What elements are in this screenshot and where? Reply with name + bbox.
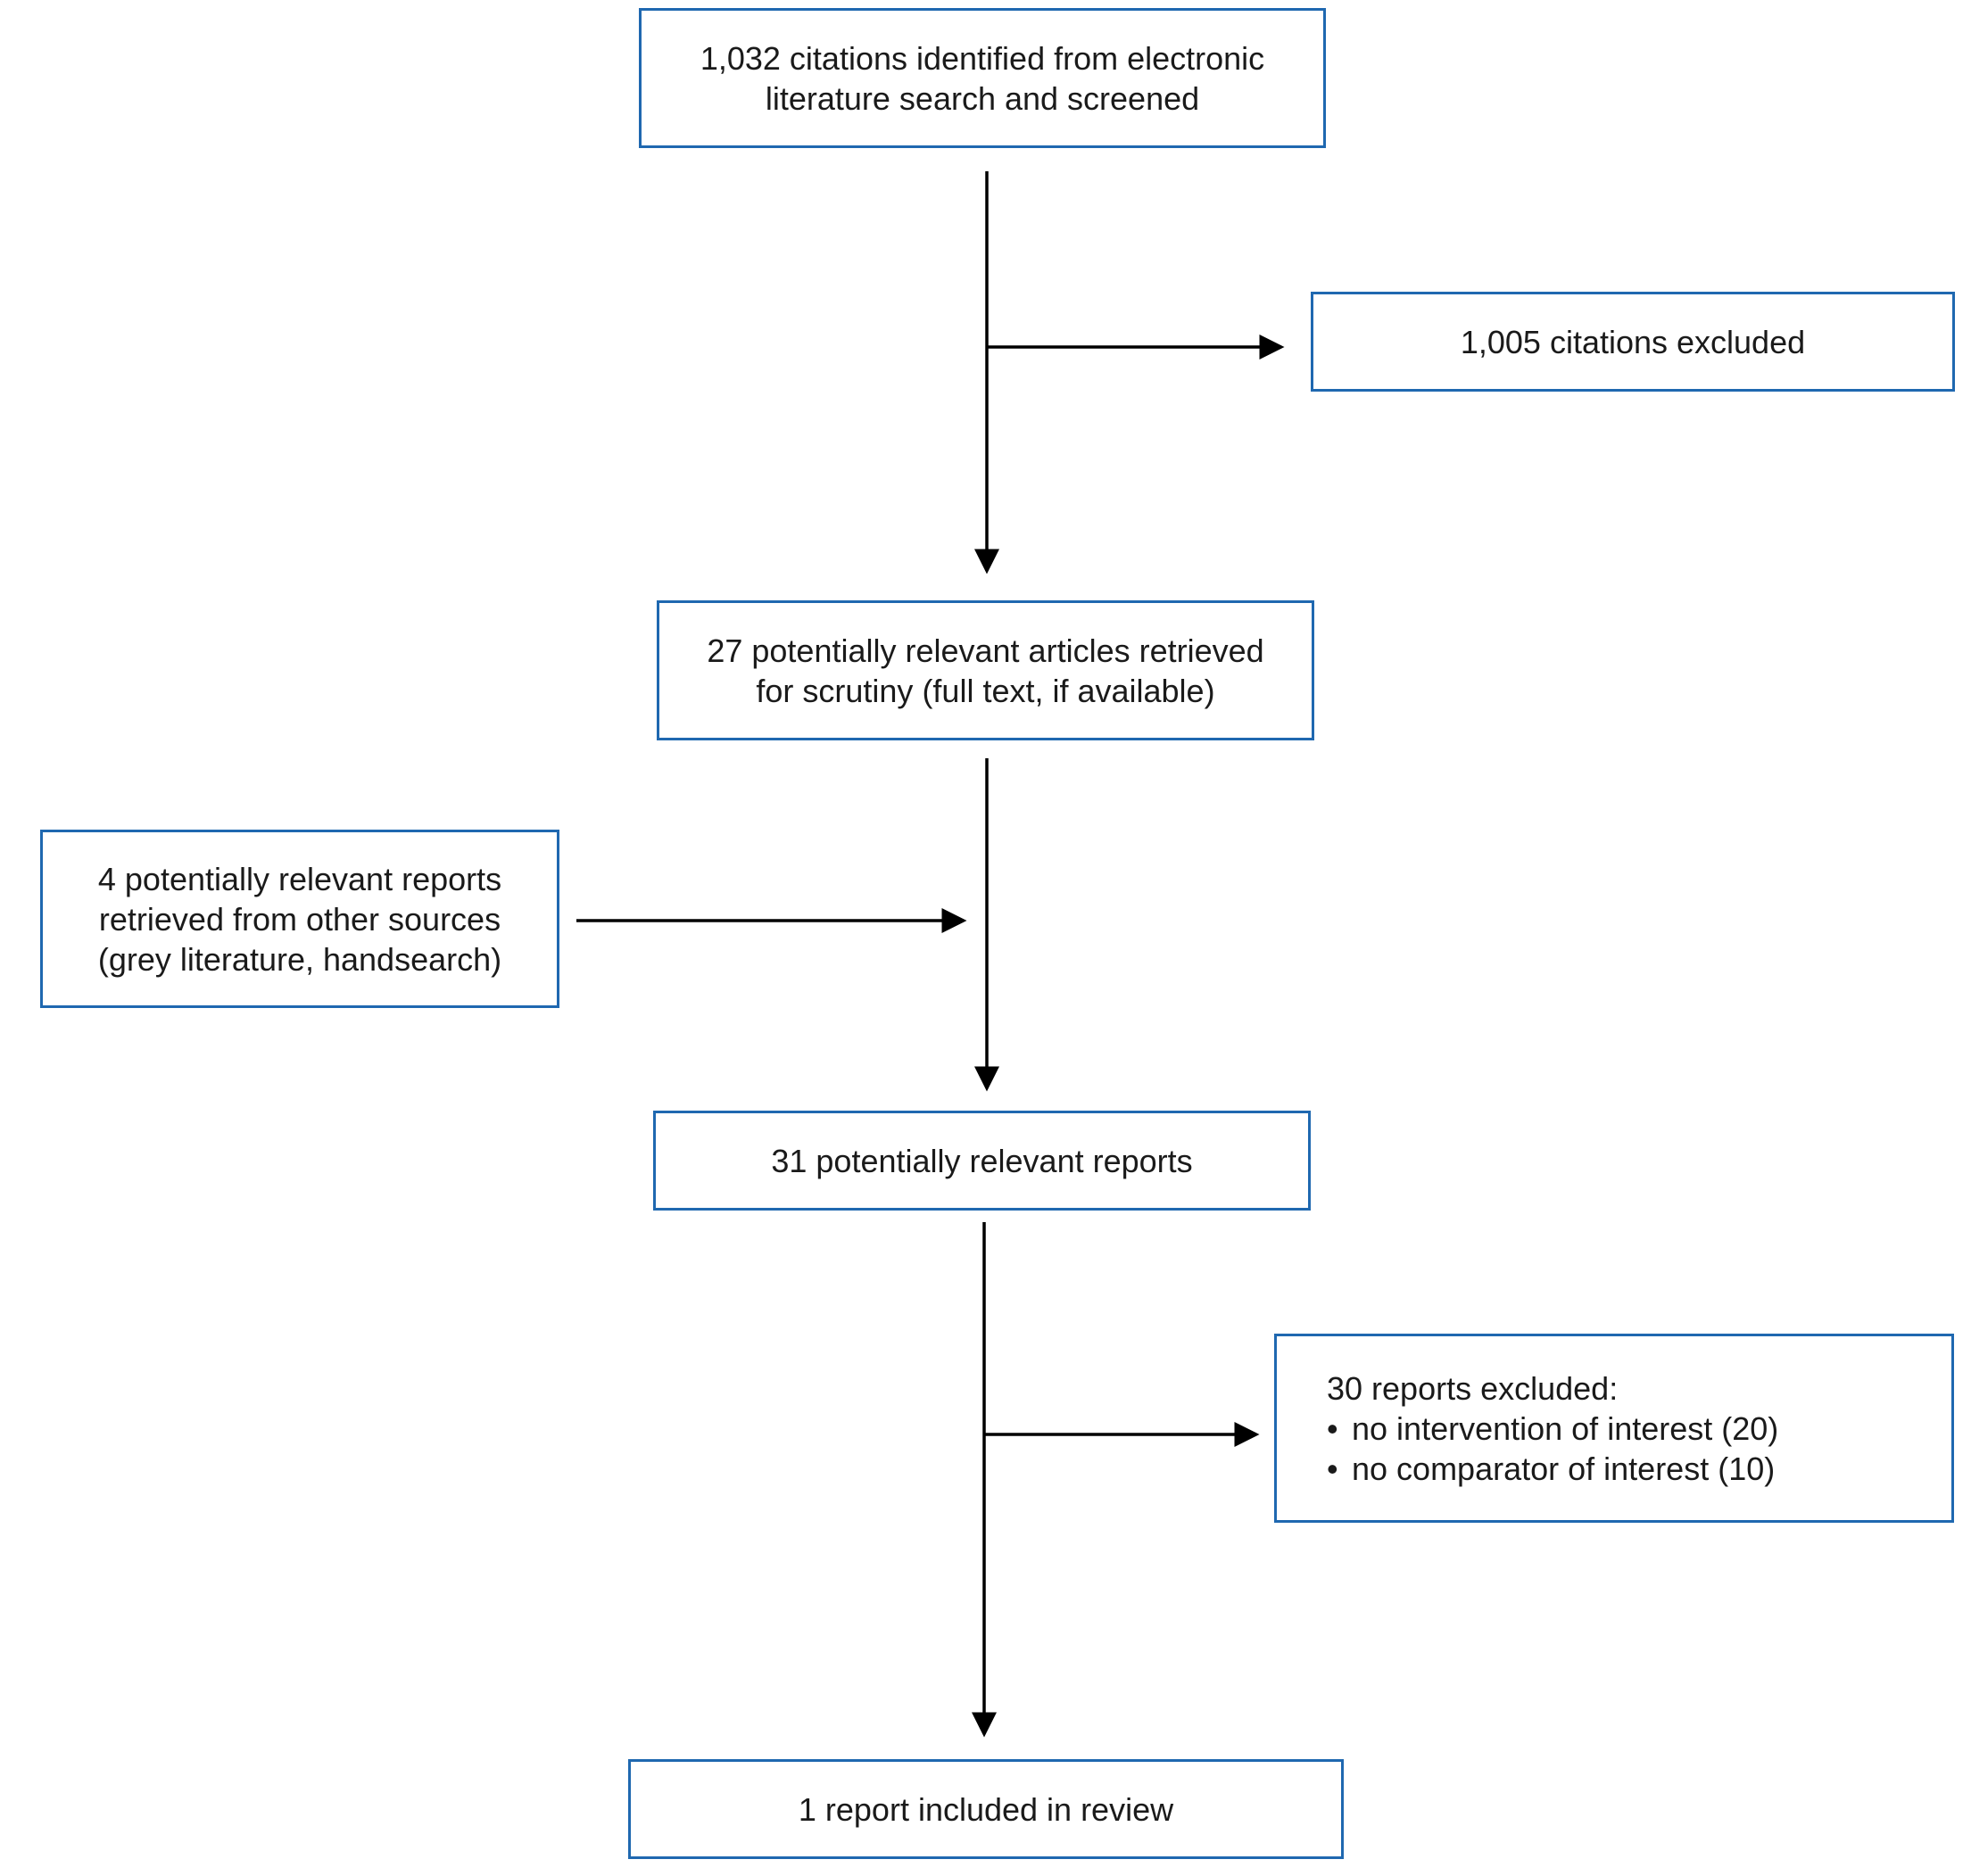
excluded-citations-text: 1,005 citations excluded xyxy=(1460,323,1806,360)
other-sources-line-2: retrieved from other sources xyxy=(98,900,501,938)
excluded-reports-box: 30 reports excluded: no intervention of … xyxy=(1274,1334,1954,1523)
excluded-reports-title: 30 reports excluded: xyxy=(1327,1369,1619,1407)
identified-line-2: literature search and screened xyxy=(765,79,1200,117)
identified-box: 1,032 citations identified from electron… xyxy=(639,8,1326,148)
relevant-reports-box: 31 potentially relevant reports xyxy=(653,1111,1311,1211)
included-box: 1 report included in review xyxy=(628,1759,1344,1859)
identified-line-1: 1,032 citations identified from electron… xyxy=(700,39,1265,77)
retrieved-line-2: for scrutiny (full text, if available) xyxy=(756,672,1215,709)
relevant-reports-text: 31 potentially relevant reports xyxy=(771,1142,1193,1179)
other-sources-line-3: (grey literature, handsearch) xyxy=(97,940,502,978)
exclusion-reason-1: no intervention of interest (20) xyxy=(1327,1409,1778,1449)
retrieved-line-1: 27 potentially relevant articles retriev… xyxy=(707,632,1264,669)
other-sources-box: 4 potentially relevant reports retrieved… xyxy=(40,830,559,1008)
other-sources-line-1: 4 potentially relevant reports xyxy=(97,860,502,897)
retrieved-box: 27 potentially relevant articles retriev… xyxy=(657,600,1314,740)
excluded-citations-box: 1,005 citations excluded xyxy=(1311,292,1955,392)
exclusion-reason-2: no comparator of interest (10) xyxy=(1327,1449,1778,1489)
exclusion-reasons-list: no intervention of interest (20) no comp… xyxy=(1327,1409,1778,1489)
included-text: 1 report included in review xyxy=(798,1790,1174,1828)
